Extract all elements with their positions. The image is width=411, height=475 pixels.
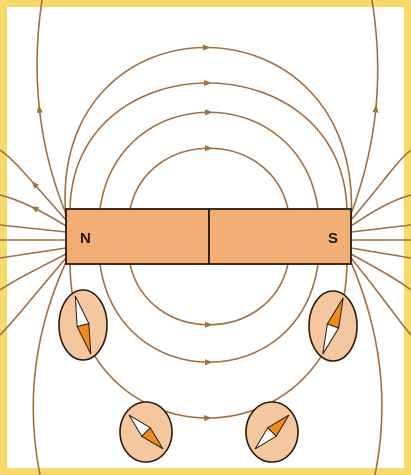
compass-2 — [120, 402, 172, 462]
south-pole-label: S — [328, 230, 338, 247]
north-pole-label: N — [80, 230, 91, 247]
compass-3 — [246, 402, 298, 462]
compass-1 — [59, 290, 107, 360]
compass-4 — [309, 291, 357, 361]
bar-magnet: N S — [66, 209, 351, 264]
